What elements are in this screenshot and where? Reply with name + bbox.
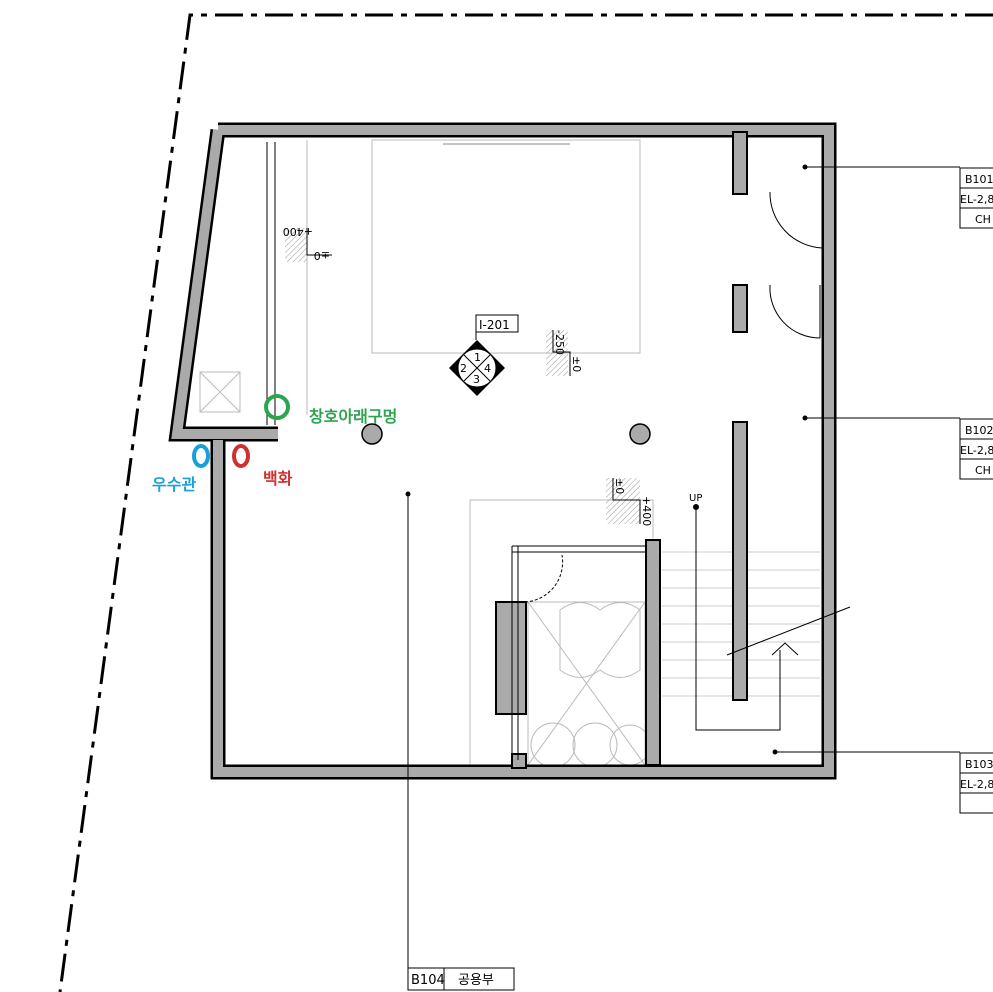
room-id: B104 xyxy=(411,973,445,988)
red-circle-marker xyxy=(232,444,250,468)
room-tag-b104 xyxy=(407,967,515,991)
room-id: B103 xyxy=(965,758,993,771)
annotation-efflorescence: 백화 xyxy=(263,469,293,488)
svg-text:±0: ±0 xyxy=(314,249,330,262)
view-number: 4 xyxy=(484,362,491,375)
tag-leaders xyxy=(405,164,960,968)
room-ceiling: CH xyxy=(975,464,991,477)
svg-text:-250: -250 xyxy=(553,330,566,355)
room-ceiling: CH xyxy=(975,213,991,226)
room-elevation: EL-2,8 xyxy=(960,193,993,206)
blue-circle-marker xyxy=(192,444,210,468)
annotation-drain-pipe: 우수관 xyxy=(152,476,196,494)
room-tag-b102 xyxy=(959,418,993,480)
exterior-walls xyxy=(168,122,837,780)
room-elevation: EL-2,8 xyxy=(960,778,993,791)
doors xyxy=(519,191,851,731)
level-mark-center: -250 ±0 xyxy=(546,330,583,376)
stair-start-dot xyxy=(693,504,699,510)
view-number: 2 xyxy=(460,362,467,375)
column xyxy=(361,423,383,445)
stair-up-label: UP xyxy=(689,493,702,504)
svg-text:+400: +400 xyxy=(283,225,313,238)
room-name: 공용부 xyxy=(458,973,494,988)
svg-text:±0: ±0 xyxy=(613,478,626,494)
room-tag-b103 xyxy=(959,752,993,814)
level-mark-stair: ±0 +400 xyxy=(606,478,653,526)
view-number: 3 xyxy=(473,373,480,386)
annotation-window-hole: 창호아래구멍 xyxy=(309,407,397,426)
column xyxy=(629,423,651,445)
room-id: B101 xyxy=(965,173,993,186)
elevation-ref: I-201 xyxy=(479,318,510,332)
room-id: B102 xyxy=(965,424,993,437)
room-tag-b101 xyxy=(959,167,993,229)
property-line xyxy=(58,13,993,992)
level-mark-left: +400 ±0 xyxy=(283,225,332,262)
window-frame xyxy=(199,142,645,760)
svg-text:+400: +400 xyxy=(640,496,653,526)
room-elevation: EL-2,8 xyxy=(960,444,993,457)
interior-walls xyxy=(495,131,748,769)
elevation-marker xyxy=(449,314,519,396)
green-circle-marker xyxy=(264,394,290,420)
svg-text:±0: ±0 xyxy=(570,356,583,372)
view-number: 1 xyxy=(474,351,481,364)
